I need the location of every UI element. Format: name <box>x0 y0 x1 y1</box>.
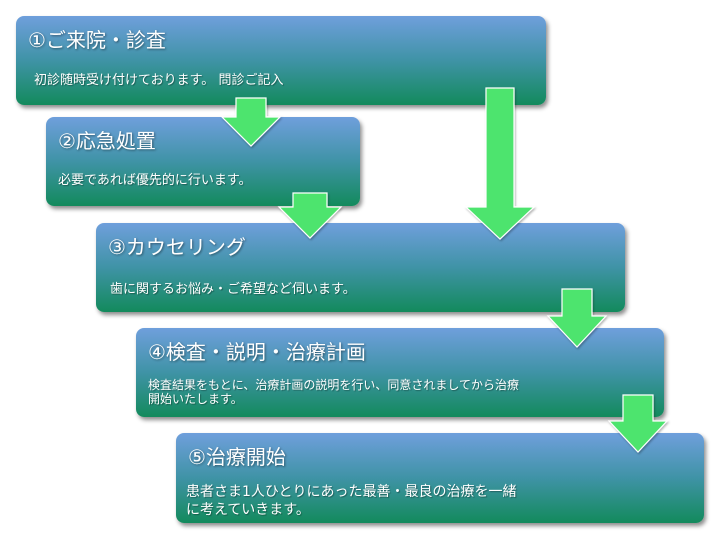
arrow-down-icon <box>546 288 608 348</box>
step-2-title: ②応急処置 <box>58 129 156 153</box>
step-2-box: ②応急処置 必要であれば優先的に行います。 <box>46 117 360 206</box>
step-4-description: 検査結果をもとに、治療計画の説明を行い、同意されましてから治療 開始いたします。 <box>148 378 520 406</box>
step-1-description: 初診随時受け付けております。 問診ご記入 <box>34 73 284 88</box>
step-5-description: 患者さま1人ひとりにあった最善・最良の治療を一緒 に考えていきます。 <box>186 484 517 518</box>
arrow-down-icon <box>607 394 669 453</box>
step-3-title: ③カウセリング <box>108 235 246 259</box>
step-2-description: 必要であれば優先的に行います。 <box>58 173 252 188</box>
arrow-down-icon <box>464 87 536 240</box>
step-3-box: ③カウセリング 歯に関するお悩み・ご希望など伺います。 <box>96 223 625 312</box>
step-5-box: ⑤治療開始 患者さま1人ひとりにあった最善・最良の治療を一緒 に考えていきます。 <box>176 433 704 523</box>
step-1-title: ①ご来院・診査 <box>28 28 166 52</box>
step-3-description: 歯に関するお悩み・ご希望など伺います。 <box>110 282 356 297</box>
arrow-down-icon <box>220 97 282 147</box>
step-4-title: ④検査・説明・治療計画 <box>148 340 366 364</box>
arrow-down-icon <box>277 192 343 239</box>
step-5-title: ⑤治療開始 <box>188 445 286 469</box>
step-1-box: ①ご来院・診査 初診随時受け付けております。 問診ご記入 <box>16 16 546 105</box>
